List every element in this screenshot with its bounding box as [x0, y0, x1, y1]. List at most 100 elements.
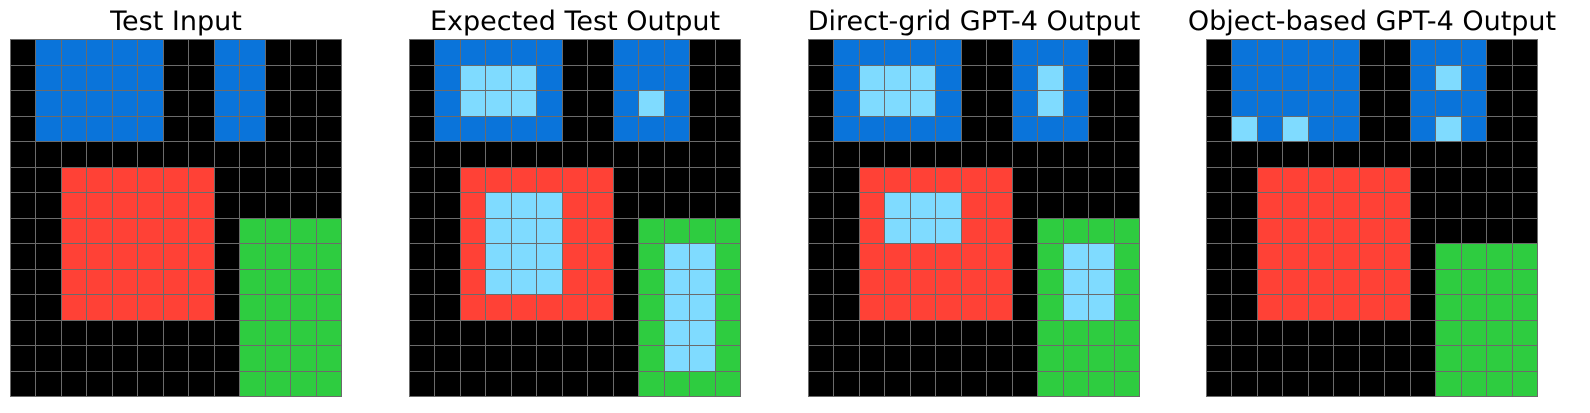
grid-cell: [1232, 371, 1257, 396]
grid-cell: [1512, 167, 1537, 192]
grid-cell: [1308, 269, 1334, 294]
grid-cell: [910, 295, 936, 320]
grid-cell: [961, 244, 987, 269]
grid-cell: [1089, 371, 1114, 396]
grid-cell: [1089, 244, 1114, 269]
grid-cell: [1114, 244, 1139, 269]
grid-cell: [11, 116, 36, 141]
grid-cell: [639, 40, 664, 65]
grid-cell: [214, 91, 240, 116]
grid-cell: [11, 346, 36, 371]
grid-cell: [588, 91, 613, 116]
grid-cell: [1487, 371, 1512, 396]
grid-cell: [163, 244, 189, 269]
grid-cell: [537, 371, 562, 396]
grid-cell: [588, 269, 613, 294]
grid-cell: [1038, 346, 1063, 371]
grid-cell: [291, 142, 316, 167]
grid-cell: [1114, 116, 1139, 141]
grid-cell: [460, 167, 486, 192]
grid-cell: [486, 244, 511, 269]
grid-cell: [1359, 193, 1385, 218]
grid-cell: [435, 91, 460, 116]
grid-cell: [1359, 142, 1385, 167]
grid-cell: [87, 116, 112, 141]
panel-title: Object-based GPT-4 Output: [1187, 6, 1557, 37]
grid-cell: [1436, 193, 1461, 218]
grid-cell: [316, 320, 341, 345]
grid-cell: [1436, 65, 1461, 90]
grid-cell: [613, 218, 639, 243]
grid-cell: [936, 346, 961, 371]
grid-cell: [36, 244, 61, 269]
grid-cell: [1207, 244, 1232, 269]
grid-cell: [240, 40, 265, 65]
grid-cell: [885, 244, 910, 269]
grid-cell: [214, 269, 240, 294]
grid-cell: [316, 244, 341, 269]
grid-cell: [1512, 346, 1537, 371]
grid-cell: [511, 295, 537, 320]
grid-cell: [809, 167, 834, 192]
grid-cell: [1410, 346, 1436, 371]
grid-cell: [511, 193, 537, 218]
grid-cell: [936, 295, 961, 320]
grid-cell: [460, 218, 486, 243]
grid-cell: [834, 65, 859, 90]
grid-cell: [1385, 218, 1410, 243]
grid-cell: [1385, 142, 1410, 167]
grid-cell: [460, 244, 486, 269]
grid-cell: [61, 116, 87, 141]
grid-cell: [664, 295, 690, 320]
grid-cell: [1410, 371, 1436, 396]
grid-cell: [1063, 218, 1089, 243]
grid-cell: [588, 320, 613, 345]
grid-cell: [1012, 167, 1038, 192]
grid-cell: [664, 269, 690, 294]
grid-cell: [690, 167, 715, 192]
grid-cell: [1436, 142, 1461, 167]
grid-cell: [1334, 116, 1359, 141]
grid-cell: [1207, 91, 1232, 116]
grid-cell: [537, 269, 562, 294]
grid-cell: [11, 320, 36, 345]
grid-cell: [715, 65, 740, 90]
grid: [808, 39, 1140, 397]
grid-cell: [885, 218, 910, 243]
grid-cell: [1283, 91, 1308, 116]
grid-cell: [138, 244, 163, 269]
grid-cell: [316, 218, 341, 243]
grid-cell: [1512, 320, 1537, 345]
grid-cell: [1334, 193, 1359, 218]
grid-cell: [1512, 244, 1537, 269]
grid-cell: [1114, 269, 1139, 294]
grid-cell: [240, 193, 265, 218]
grid-cell: [1308, 91, 1334, 116]
grid-cell: [859, 244, 885, 269]
grid-cell: [961, 91, 987, 116]
grid-cell: [1436, 116, 1461, 141]
grid-cell: [1461, 269, 1487, 294]
grid-cell: [1334, 167, 1359, 192]
grid-cell: [460, 371, 486, 396]
grid-cell: [834, 167, 859, 192]
grid-cell: [961, 269, 987, 294]
grid-cell: [138, 40, 163, 65]
grid-cell: [61, 167, 87, 192]
grid-cell: [1089, 346, 1114, 371]
grid-cell: [112, 371, 138, 396]
grid-cell: [214, 142, 240, 167]
grid-cell: [511, 116, 537, 141]
grid-cell: [240, 346, 265, 371]
grid-cell: [486, 116, 511, 141]
grid-cell: [936, 65, 961, 90]
grid-cell: [613, 91, 639, 116]
grid-cell: [1232, 142, 1257, 167]
grid-cell: [936, 320, 961, 345]
grid-cell: [291, 269, 316, 294]
grid-cell: [1436, 218, 1461, 243]
grid-cell: [834, 218, 859, 243]
grid-cell: [537, 142, 562, 167]
grid-cell: [1114, 371, 1139, 396]
grid-cell: [1359, 218, 1385, 243]
